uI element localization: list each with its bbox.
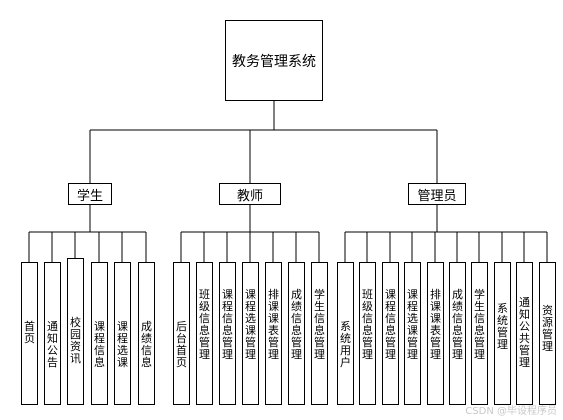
- leaf-node: 后台首页: [173, 262, 190, 405]
- leaf-node: 资源管理: [539, 262, 556, 405]
- category-admin: 管理员: [408, 183, 466, 205]
- leaf-node: 班级信息管理: [196, 262, 213, 405]
- leaf-node: 成绩信息管理: [288, 262, 305, 405]
- category-student: 学生: [68, 183, 112, 205]
- category-teacher: 教师: [219, 183, 281, 205]
- leaf-node: 学生信息管理: [311, 262, 328, 405]
- leaf-node: 排课课表管理: [427, 262, 444, 405]
- leaf-node: 通知公共管理: [516, 262, 533, 405]
- leaf-node: 课程信息管理: [382, 262, 399, 405]
- leaf-node: 排课课表管理: [265, 262, 282, 405]
- leaf-node: 通知公告: [44, 262, 61, 405]
- leaf-node: 系统用户: [337, 262, 354, 405]
- leaf-node: 成绩信息: [138, 262, 155, 405]
- leaf-node: 学生信息管理: [471, 262, 488, 405]
- leaf-node: 课程选课: [114, 262, 131, 405]
- leaf-node: 课程信息: [91, 262, 108, 405]
- leaf-node: 课程选课管理: [242, 262, 259, 405]
- leaf-node: 系统管理: [494, 262, 511, 405]
- leaf-node: 首页: [21, 262, 38, 405]
- leaf-node: 课程选课管理: [404, 262, 421, 405]
- leaf-node: 校园资讯: [67, 258, 84, 405]
- leaf-node: 班级信息管理: [359, 262, 376, 405]
- watermark: CSDN @毕设程序员: [465, 406, 557, 417]
- leaf-node: 成绩信息管理: [449, 262, 466, 405]
- leaf-node: 课程信息管理: [219, 262, 236, 405]
- root-node: 教务管理系统: [225, 20, 323, 101]
